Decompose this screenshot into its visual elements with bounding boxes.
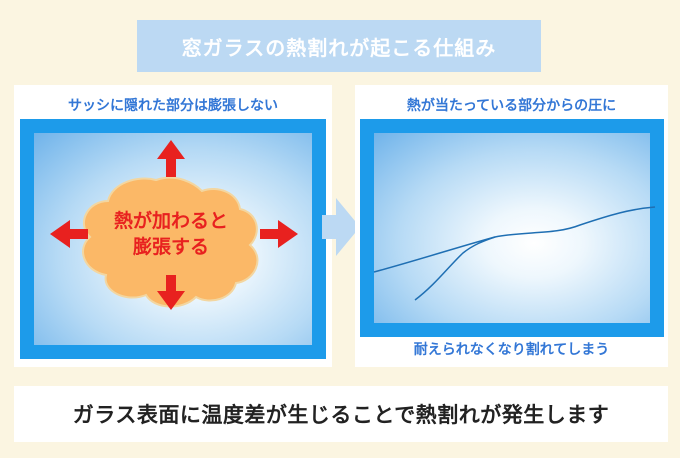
blob-text-line2: 膨張する: [132, 235, 209, 258]
page-title: 窓ガラスの熱割れが起こる仕組み: [181, 35, 497, 60]
heat-blob: [82, 176, 259, 308]
transition-arrow-icon: [322, 198, 360, 256]
footer-text: ガラス表面に温度差が生じることで熱割れが発生します: [72, 403, 610, 427]
window-glass-right: [374, 133, 650, 323]
arrow-up-icon: [157, 140, 185, 177]
title-banner: 窓ガラスの熱割れが起こる仕組み: [137, 20, 541, 72]
crack-illustration: [373, 206, 656, 301]
arrow-down-icon: [157, 275, 185, 310]
window-frame-right: [360, 119, 664, 337]
left-panel-caption: サッシに隠れた部分は膨張しない: [68, 98, 278, 114]
expansion-illustration: 熱が加わると 膨張する: [50, 140, 298, 310]
left-panel: サッシに隠れた部分は膨張しない 熱が加わると 膨張する: [14, 85, 332, 367]
right-panel: 熱が当たっている部分からの圧に 耐えられなくなり割れてしまう: [355, 85, 668, 367]
arrow-left-icon: [50, 220, 88, 248]
footer-box: ガラス表面に温度差が生じることで熱割れが発生します: [14, 386, 668, 442]
crack-line-branch: [414, 236, 496, 301]
right-panel-caption-top: 熱が当たっている部分からの圧に: [406, 98, 617, 114]
blob-text-line1: 熱が加わると: [114, 209, 228, 232]
crack-line-main: [373, 206, 656, 273]
arrow-right-icon: [260, 220, 298, 248]
right-panel-caption-bottom: 耐えられなくなり割れてしまう: [413, 342, 610, 358]
